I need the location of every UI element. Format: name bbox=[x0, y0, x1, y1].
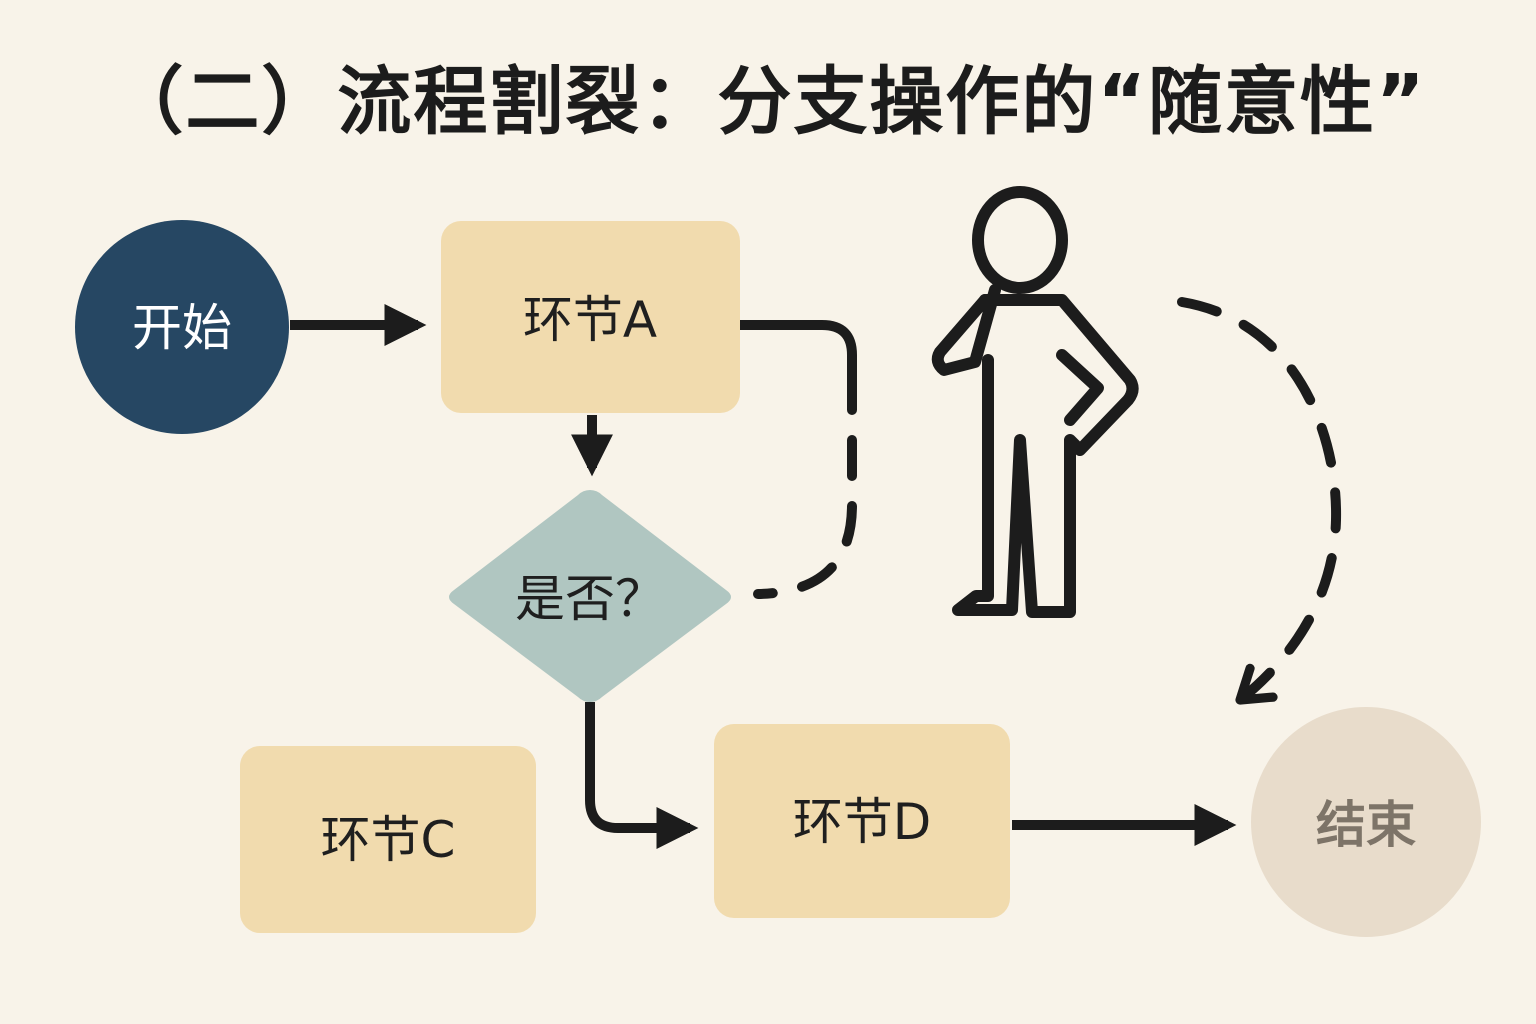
step-d-node: 环节D bbox=[714, 724, 1010, 918]
step-d-box bbox=[714, 724, 1010, 918]
step-a-box bbox=[441, 221, 740, 413]
step-c-node: 环节C bbox=[240, 746, 536, 933]
loop-a-to-decision-dashed bbox=[753, 435, 857, 599]
step-a-node: 环节A bbox=[441, 221, 740, 413]
end-label: 结束 bbox=[1316, 796, 1416, 854]
loop-a-to-decision-solid bbox=[735, 320, 857, 415]
start-node: 开始 bbox=[75, 220, 289, 434]
step-d-label: 环节D bbox=[793, 793, 932, 851]
end-node: 结束 bbox=[1251, 707, 1481, 937]
decision-node: 是否？ bbox=[449, 490, 731, 702]
thinking-person-icon bbox=[931, 186, 1139, 618]
connectors bbox=[290, 297, 1342, 849]
end-circle bbox=[1251, 707, 1481, 937]
step-a-label: 环节A bbox=[523, 291, 657, 349]
decision-diamond bbox=[449, 490, 731, 702]
start-circle bbox=[75, 220, 289, 434]
step-c-box bbox=[240, 746, 536, 933]
diagram-title: （二）流程割裂：分支操作的“随意性” bbox=[109, 59, 1427, 145]
decision-label: 是否？ bbox=[515, 570, 665, 628]
dashed-bypass-arc bbox=[1177, 297, 1342, 705]
step-c-label: 环节C bbox=[321, 811, 456, 869]
start-label: 开始 bbox=[132, 299, 232, 357]
arrow-decision-to-d bbox=[585, 702, 699, 849]
